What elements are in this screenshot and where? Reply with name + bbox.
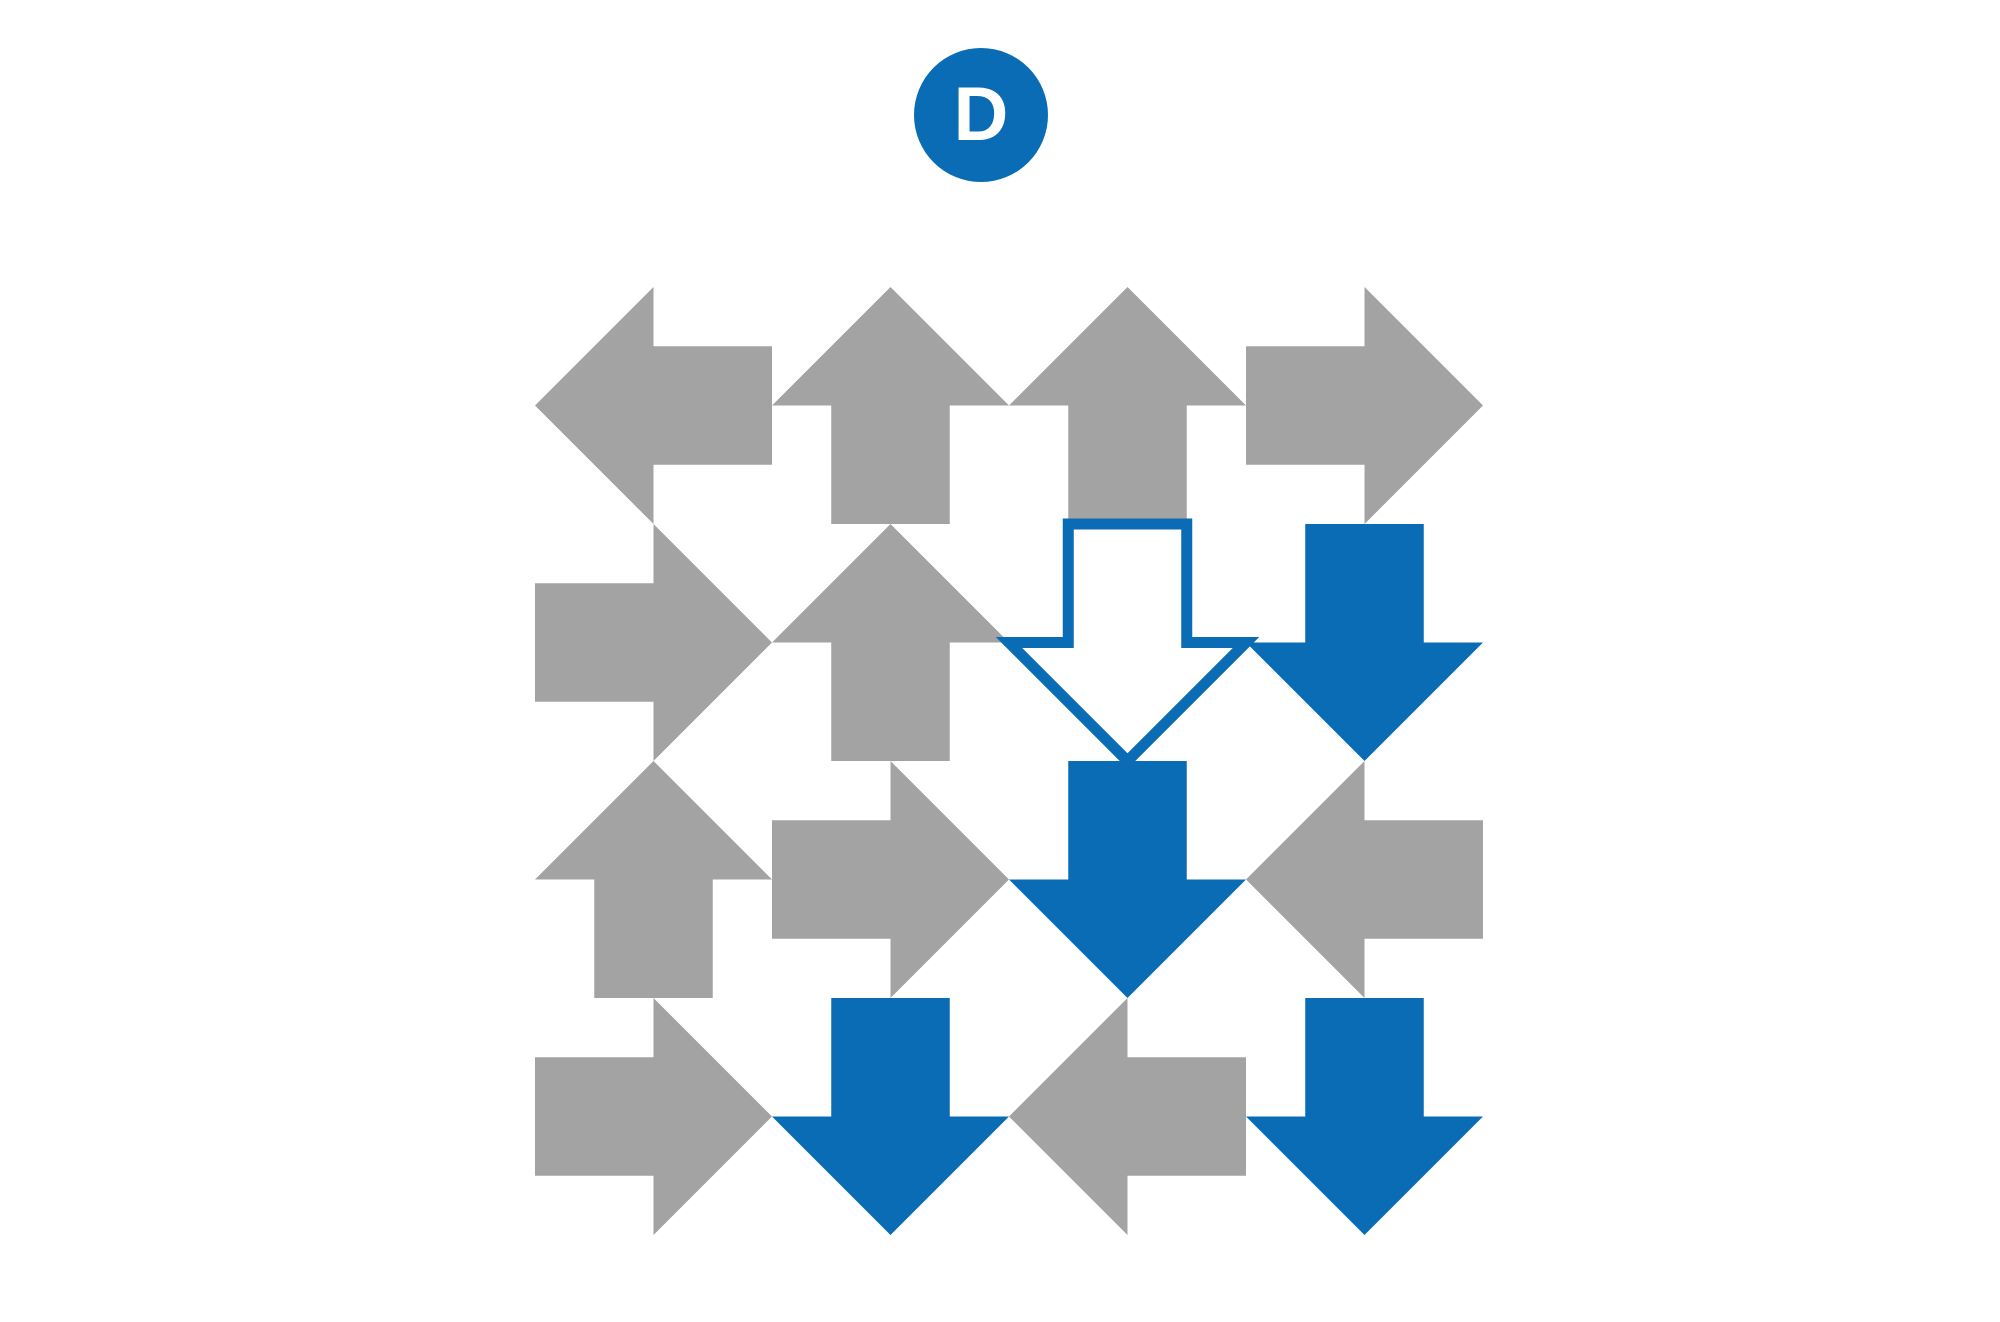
arrow-glyph-icon <box>535 761 772 998</box>
arrow-up-gray <box>535 761 772 998</box>
arrow-glyph-icon <box>1246 287 1483 524</box>
arrow-glyph-icon <box>535 287 772 524</box>
arrow-down-r3c3 <box>1009 761 1246 998</box>
arrow-right-r3c2 <box>772 761 1009 998</box>
arrow-glyph-icon <box>1009 998 1246 1235</box>
arrow-down-blue <box>1009 761 1246 998</box>
badge-letter-text: D <box>953 72 1009 157</box>
arrow-down-r2c4 <box>1246 524 1483 761</box>
arrow-glyph-icon <box>535 524 772 761</box>
arrow-left-r3c4 <box>1246 761 1483 998</box>
arrow-right-gray <box>535 524 772 761</box>
arrow-glyph-icon <box>772 998 1009 1235</box>
arrow-grid <box>535 287 1483 1235</box>
arrow-glyph-icon <box>1246 761 1483 998</box>
letter-badge: D <box>914 48 1048 182</box>
badge-circle-shape: D <box>914 48 1048 182</box>
arrow-down-r4c2 <box>772 998 1009 1235</box>
arrow-glyph-icon <box>772 287 1009 524</box>
arrow-glyph-icon <box>1009 761 1246 998</box>
arrow-down-outline-highlight <box>995 518 1260 769</box>
arrow-right-gray <box>772 761 1009 998</box>
arrow-up-gray <box>772 287 1009 524</box>
arrow-left-gray <box>1246 761 1483 998</box>
arrow-right-gray <box>535 998 772 1235</box>
arrow-up-r2c2 <box>772 524 1009 761</box>
arrow-down-blue <box>1246 524 1483 761</box>
arrow-up-r3c1 <box>535 761 772 998</box>
arrow-left-gray <box>1009 998 1246 1235</box>
arrow-right-gray <box>1246 287 1483 524</box>
arrow-right-r2c1 <box>535 524 772 761</box>
arrow-glyph-icon <box>995 518 1260 769</box>
arrow-up-gray <box>1009 287 1246 524</box>
arrow-glyph-icon <box>1009 287 1246 524</box>
arrow-up-r1c3 <box>1009 287 1246 524</box>
arrow-up-gray <box>772 524 1009 761</box>
arrow-glyph-icon <box>1246 998 1483 1235</box>
arrow-glyph-icon <box>772 524 1009 761</box>
arrow-left-r1c1 <box>535 287 772 524</box>
arrow-left-r4c3 <box>1009 998 1246 1235</box>
arrow-glyph-icon <box>1246 524 1483 761</box>
arrow-down-r2c3 <box>995 518 1260 769</box>
arrow-glyph-icon <box>772 761 1009 998</box>
arrow-right-r4c1 <box>535 998 772 1235</box>
arrow-down-blue <box>1246 998 1483 1235</box>
arrow-down-r4c4 <box>1246 998 1483 1235</box>
arrow-down-blue <box>772 998 1009 1235</box>
arrow-up-r1c2 <box>772 287 1009 524</box>
arrow-left-gray <box>535 287 772 524</box>
arrow-right-r1c4 <box>1246 287 1483 524</box>
arrow-glyph-icon <box>535 998 772 1235</box>
